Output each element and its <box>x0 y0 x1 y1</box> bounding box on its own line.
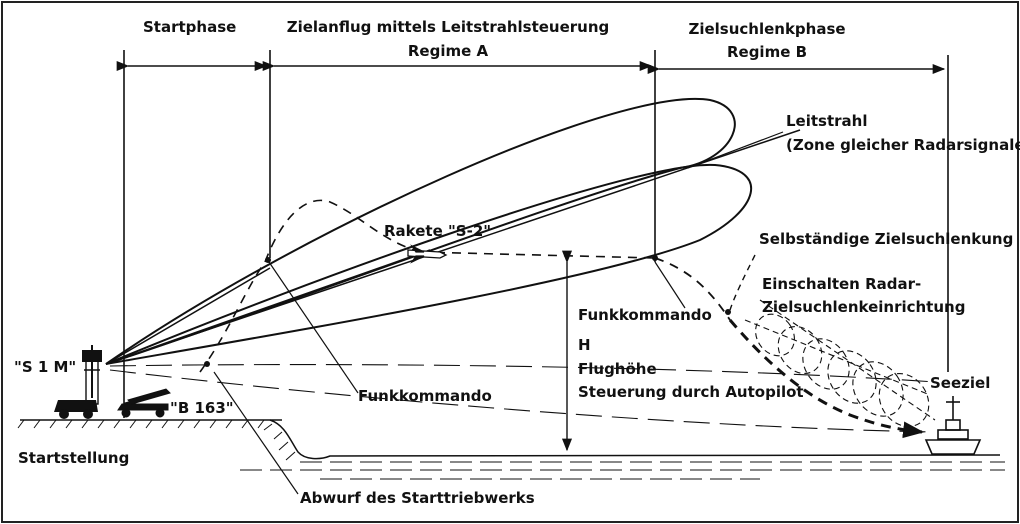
radar-lobes <box>105 97 753 365</box>
ground-hatch <box>17 419 265 429</box>
altitude-h-label: H <box>578 336 591 354</box>
phase-label-start: Startphase <box>143 18 237 36</box>
target-label: Seeziel <box>930 374 991 392</box>
altitude-label: Flughöhe <box>578 360 657 378</box>
autonomous-homing-label: Selbständige Zielsuchlenkung <box>759 230 1014 248</box>
beam-line-3 <box>105 267 271 365</box>
booster-drop-label: Abwurf des Starttriebwerks <box>300 489 535 507</box>
leader-lines <box>213 131 784 495</box>
phase-label-homing-line1: Zielsuchlenkphase <box>688 20 846 38</box>
path-cruise <box>419 251 656 259</box>
radar-station-icon <box>54 345 102 419</box>
flight-path <box>199 199 925 439</box>
leader-funk-right <box>654 261 686 309</box>
radio-command-label-mid: Funkkommando <box>358 387 492 405</box>
seeker-on-label-line1: Einschalten Radar- <box>762 275 922 293</box>
beam-line-2 <box>105 249 431 365</box>
beam-lines <box>105 129 801 365</box>
path-boost <box>199 261 266 373</box>
phase-label-homing-line2: Regime B <box>726 43 808 61</box>
leader-abwurf <box>213 371 299 495</box>
upper-lobe <box>105 97 736 365</box>
path-hump <box>264 199 421 263</box>
path-dive <box>654 257 731 321</box>
phase-arrows <box>116 60 946 75</box>
autopilot-label: Steuerung durch Autopilot <box>578 383 804 401</box>
terrain <box>17 419 1005 480</box>
launcher-label: "B 163" <box>170 399 234 417</box>
leitstrahl-label-line2: (Zone gleicher Radarsignale) <box>786 136 1020 154</box>
lower-lobe <box>105 163 753 365</box>
phase-label-beam-line1: Zielanflug mittels Leitstrahlsteuerung <box>286 18 610 36</box>
key-points <box>204 255 731 367</box>
sea-waves <box>240 461 1005 480</box>
missile-label: Rakete "S-2" <box>384 222 492 240</box>
sight-line-lower <box>109 369 936 433</box>
phase-label-beam-line2: Regime A <box>407 42 489 60</box>
homing-pointer <box>729 254 756 311</box>
sight-lines <box>109 364 936 433</box>
ship-icon <box>924 396 982 455</box>
leader-funk-mid <box>268 261 359 394</box>
path-terminal <box>728 319 925 439</box>
radio-command-label-right: Funkkommando <box>578 306 712 324</box>
radar-station-label: "S 1 M" <box>14 358 77 376</box>
seeker-on-label-line2: Zielsuchlenkeinrichtung <box>762 298 966 316</box>
shore-hatch <box>263 423 296 461</box>
leitstrahl-label-line1: Leitstrahl <box>786 112 868 130</box>
missile-icon <box>407 244 448 264</box>
launcher-icon <box>117 388 171 418</box>
seeker-cone <box>744 299 936 428</box>
leitstrahl-line <box>105 129 801 365</box>
shoreline <box>269 419 1001 460</box>
launch-site-label: Startstellung <box>18 449 130 467</box>
sight-line-upper <box>109 364 936 383</box>
leader-leitstrahl <box>687 131 784 169</box>
